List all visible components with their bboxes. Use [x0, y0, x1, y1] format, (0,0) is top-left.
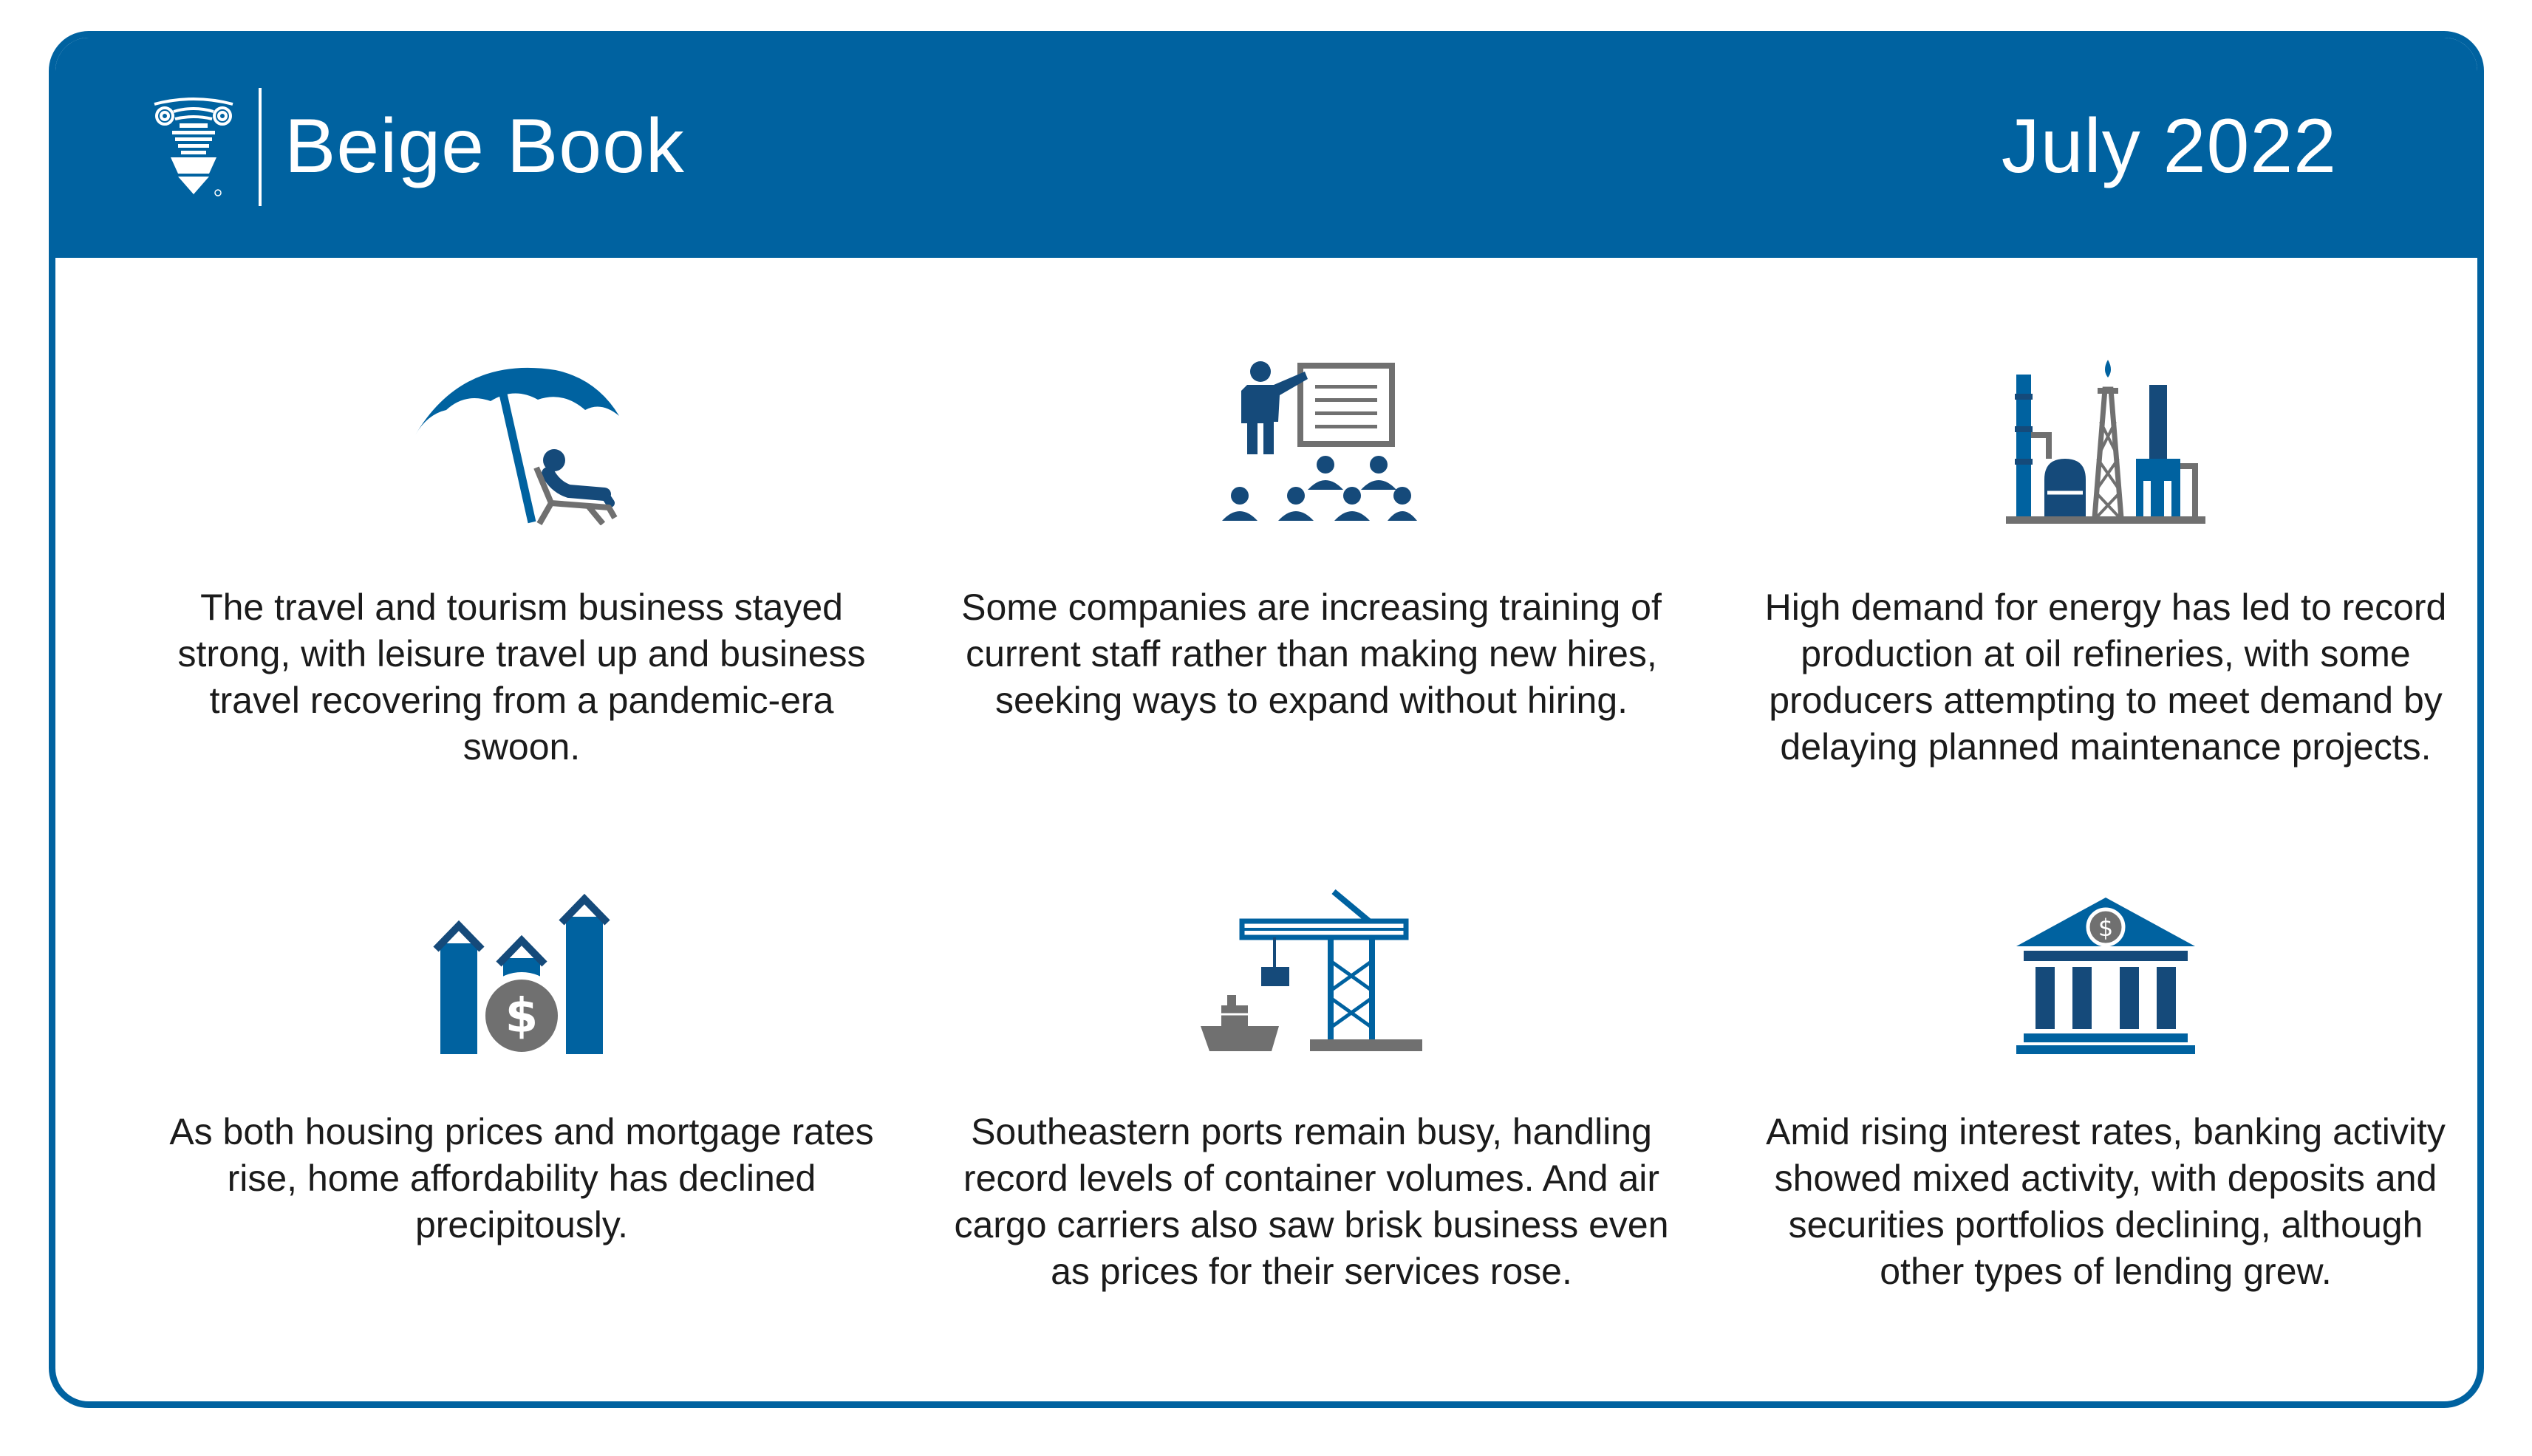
header-divider — [259, 88, 262, 206]
beach-umbrella-icon — [415, 367, 619, 525]
item-text: High demand for energy has led to record… — [1764, 587, 2447, 768]
header-bar: Beige Book July 2022 — [55, 38, 2477, 258]
item-text: As both housing prices and mortgage rate… — [169, 1111, 874, 1245]
beige-book-card: Beige Book July 2022 The travel and tour… — [49, 31, 2484, 1408]
item-refinery: High demand for energy has led to record… — [1744, 355, 2468, 769]
housing-price-icon: $ — [433, 893, 610, 1057]
fed-atlanta-logo-icon — [154, 98, 233, 196]
training-presentation-icon — [1222, 361, 1417, 521]
page-title: Beige Book — [284, 103, 685, 189]
report-date: July 2022 — [2001, 103, 2337, 189]
item-training: Some companies are increasing training o… — [949, 355, 1673, 769]
item-text: Some companies are increasing training o… — [961, 587, 1662, 721]
item-housing: $ As both housing prices and mortgage ra… — [160, 887, 884, 1257]
item-text: Amid rising interest rates, banking acti… — [1766, 1111, 2446, 1292]
item-text: The travel and tourism business stayed s… — [177, 587, 866, 768]
port-crane-icon — [1201, 889, 1422, 1051]
item-port: Southeastern ports remain busy, handling… — [949, 887, 1673, 1330]
item-bank: $ Amid rising interest rates, banking ac… — [1744, 887, 2468, 1330]
item-travel: The travel and tourism business stayed s… — [160, 355, 884, 769]
item-text: Southeastern ports remain busy, handling… — [954, 1111, 1669, 1292]
svg-text:$: $ — [2098, 914, 2113, 942]
svg-text:$: $ — [505, 989, 539, 1044]
bank-building-icon: $ — [2016, 898, 2195, 1054]
oil-refinery-icon — [2006, 360, 2205, 524]
